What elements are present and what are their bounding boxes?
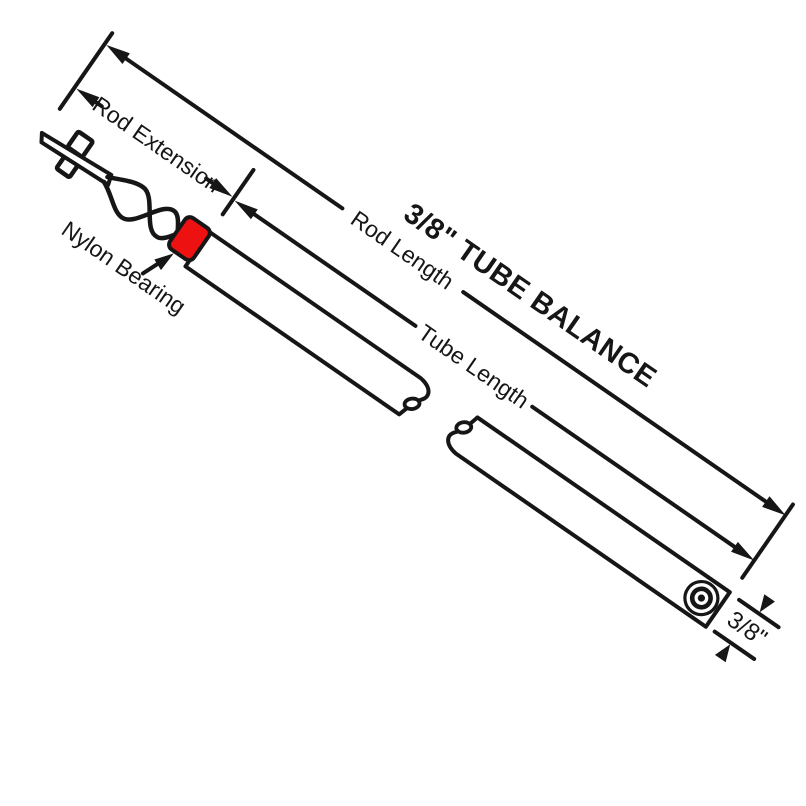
tube-length-label: Tube Length bbox=[414, 319, 534, 413]
tick-bearing bbox=[220, 167, 256, 217]
arrowhead-left-icon bbox=[76, 88, 100, 108]
tick-tube-end bbox=[740, 502, 795, 580]
arrowhead-right-icon bbox=[762, 496, 786, 516]
nylon-bearing bbox=[167, 215, 212, 263]
arrowhead-up-icon bbox=[154, 253, 174, 271]
arrowhead-down-icon bbox=[759, 594, 775, 613]
tick-rod-tip bbox=[57, 31, 115, 111]
nylon-bearing-label: Nylon Bearing bbox=[57, 216, 191, 320]
arrowhead-right-icon bbox=[731, 541, 755, 561]
arrowhead-right-icon bbox=[209, 178, 233, 197]
spiral-rod bbox=[39, 129, 181, 241]
extension-line-bottom bbox=[712, 629, 757, 661]
dimension-line bbox=[461, 290, 770, 505]
eyelet-icon bbox=[683, 579, 720, 617]
dimension-line bbox=[122, 55, 345, 211]
extension-line-top bbox=[737, 597, 781, 630]
rod-spiral-strand bbox=[101, 179, 181, 235]
dimension-tube-length: Tube Length bbox=[234, 200, 755, 561]
diagram-title: 3/8" TUBE BALANCE bbox=[398, 197, 662, 394]
dimension-line bbox=[530, 404, 739, 550]
tube-lower-section bbox=[446, 415, 732, 629]
tube-break-loop bbox=[402, 396, 422, 411]
arrowhead-up-icon bbox=[714, 644, 731, 663]
dimension-line bbox=[250, 211, 418, 328]
tube-upper-section bbox=[183, 229, 431, 417]
leader-line bbox=[140, 261, 161, 276]
tube-body bbox=[183, 229, 431, 417]
tube-break-loop bbox=[454, 420, 474, 435]
eyelet-center-dot bbox=[697, 594, 705, 602]
